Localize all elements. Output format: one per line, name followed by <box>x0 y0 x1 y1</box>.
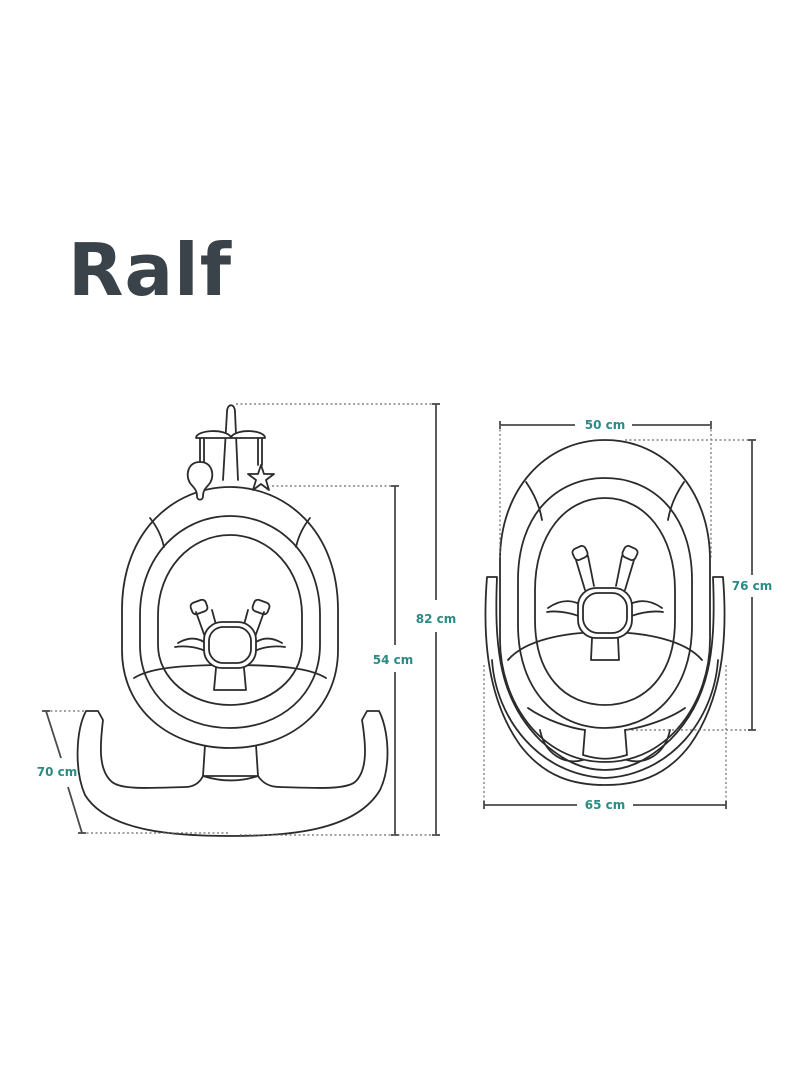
seam-right <box>295 517 311 548</box>
front-foot-cushion <box>527 707 686 731</box>
dim-total-height-label: 82 cm <box>416 612 457 626</box>
front-base-rim <box>491 659 719 779</box>
swing-shell-ring <box>139 515 321 729</box>
dim-height-label: 76 cm <box>732 579 773 593</box>
front-seam-right <box>667 481 685 521</box>
dim-line-base-depth <box>45 710 62 759</box>
mobile-toy <box>186 404 275 501</box>
front-view-dimensions: 50 cm 76 cm 65 cm <box>483 418 773 812</box>
swing-front-view <box>484 439 726 786</box>
front-base <box>484 576 726 786</box>
dim-seat-width-label: 50 cm <box>585 418 626 432</box>
side-view-dimensions: 82 cm 54 cm 70 cm <box>37 403 457 836</box>
swing-harness <box>174 598 286 691</box>
swing-side-view <box>76 404 389 837</box>
seam-left <box>149 517 165 548</box>
swing-base <box>76 710 389 837</box>
front-seam-left <box>525 481 543 521</box>
swing-shell-outer <box>121 486 339 749</box>
front-footrest <box>539 729 671 763</box>
front-stand <box>582 729 628 760</box>
product-title: Ralf <box>68 228 233 312</box>
swing-seat <box>157 534 303 706</box>
dim-seat-height-label: 54 cm <box>373 653 414 667</box>
front-shell-ring <box>517 477 693 729</box>
bell-toy <box>186 461 214 501</box>
swing-stand <box>202 744 259 782</box>
dim-base-depth-label: 70 cm <box>37 765 78 779</box>
star-toy <box>247 464 275 491</box>
front-seat <box>534 497 676 706</box>
front-harness <box>546 545 664 661</box>
dim-base-width-label: 65 cm <box>585 798 626 812</box>
